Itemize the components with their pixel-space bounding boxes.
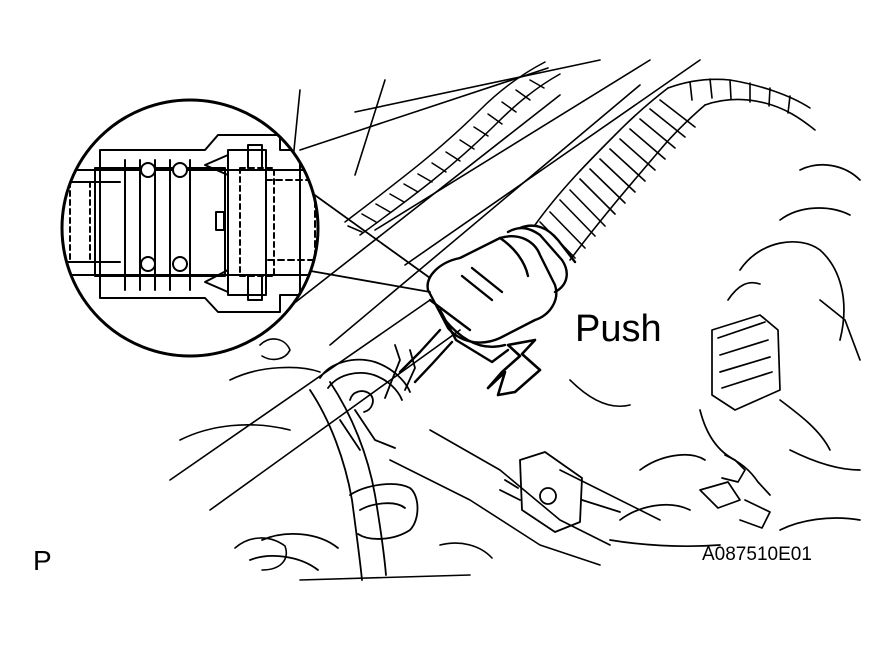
view-code-label: P bbox=[33, 545, 52, 576]
callout-leader bbox=[304, 187, 431, 293]
figure-id-label: A087510E01 bbox=[702, 544, 812, 565]
wire-harness bbox=[609, 163, 861, 548]
push-arrow-icon bbox=[486, 338, 542, 397]
fuel-pipe bbox=[249, 381, 419, 581]
corrugated-hose bbox=[534, 78, 816, 261]
body-panel bbox=[179, 338, 631, 581]
tube-clamp bbox=[319, 344, 416, 451]
push-label: Push bbox=[575, 308, 662, 350]
pipe-bracket bbox=[499, 451, 621, 533]
upper-corrugated-hose bbox=[344, 61, 561, 236]
quick-connector bbox=[398, 224, 577, 384]
